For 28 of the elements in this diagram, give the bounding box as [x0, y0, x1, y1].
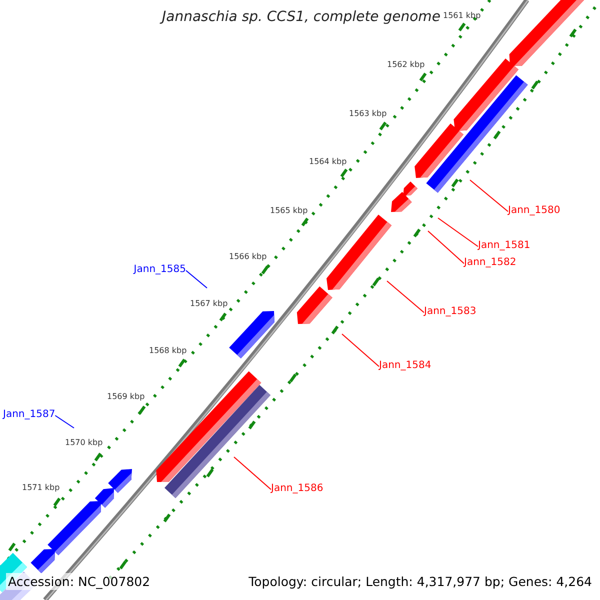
gene-label: Jann_1582 [464, 256, 516, 269]
leader-line [342, 334, 380, 367]
gene-label: Jann_1584 [379, 359, 432, 372]
tick-label: 1562 kbp [387, 59, 425, 70]
leader-line [186, 270, 208, 288]
leader-line [54, 415, 74, 428]
gene-label: Jann_1587 [3, 408, 56, 421]
leader-line [428, 230, 464, 264]
gene-label: Jann_1581 [478, 239, 530, 252]
tick-label: 1571 kbp [22, 482, 60, 493]
gene-label: Jann_1586 [271, 482, 324, 495]
tick-label: 1563 kbp [349, 108, 387, 119]
gene-label: Jann_1580 [508, 204, 560, 217]
leader-line [470, 180, 508, 212]
tick-label: 1566 kbp [229, 251, 267, 262]
tick-label: 1568 kbp [149, 345, 187, 356]
tick-label: 1569 kbp [107, 391, 145, 402]
tick-label: 1567 kbp [190, 298, 228, 309]
tick-label: 1570 kbp [65, 437, 103, 448]
title: Jannaschia sp. CCS1, complete genome [162, 9, 440, 25]
leader-line [438, 218, 478, 247]
tick-label: 1561 kbp [443, 10, 481, 21]
gene-label: Jann_1585 [134, 263, 186, 276]
gene-label: Jann_1583 [424, 305, 476, 318]
tick-label: 1565 kbp [270, 205, 308, 216]
leader-line [234, 456, 272, 490]
leader-line [386, 280, 424, 313]
tick-label: 1564 kbp [309, 156, 347, 167]
